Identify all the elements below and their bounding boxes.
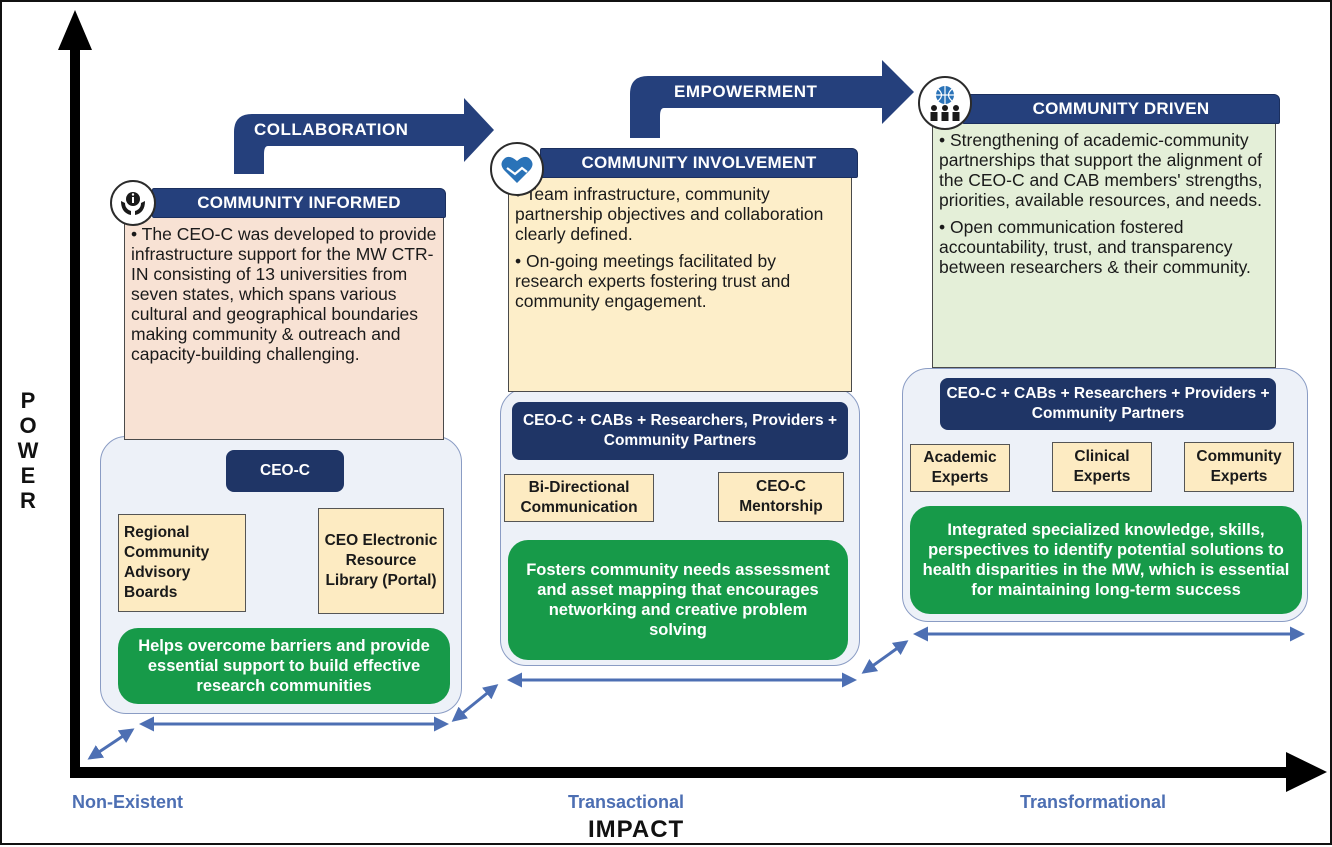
involvement-bullet: • Team infrastructure, community partner… xyxy=(515,184,824,244)
involvement-right-box: CEO-C Mentorship xyxy=(718,472,844,522)
power-letter: P xyxy=(20,388,36,413)
x-tick-transactional: Transactional xyxy=(568,792,685,812)
involvement-bullet: • On-going meetings facilitated by resea… xyxy=(515,251,791,311)
driven-description: • Strengthening of academic-community pa… xyxy=(932,124,1276,368)
driven-right-box: Community Experts xyxy=(1184,442,1294,492)
informed-right-box: CEO Electronic Resource Library (Portal) xyxy=(318,508,444,614)
x-tick-non-existent: Non-Existent xyxy=(72,792,184,812)
impact-axis-label: IMPACT xyxy=(588,816,685,843)
driven-title: COMMUNITY DRIVEN xyxy=(962,94,1280,124)
empowerment-label: EMPOWERMENT xyxy=(674,82,818,101)
impact-axis xyxy=(70,752,1327,792)
power-letter: E xyxy=(20,463,36,488)
driven-outcome: Integrated specialized knowledge, skills… xyxy=(910,506,1302,614)
involvement-description: • Team infrastructure, community partner… xyxy=(508,178,852,392)
informed-outcome: Helps overcome barriers and provide esse… xyxy=(118,628,450,704)
x-tick-transformational: Transformational xyxy=(1020,792,1167,812)
power-letter: W xyxy=(17,438,39,463)
driven-bullet: • Strengthening of academic-community pa… xyxy=(939,130,1263,210)
driven-left-box: Academic Experts xyxy=(910,444,1010,492)
collaboration-label: COLLABORATION xyxy=(254,120,409,139)
informed-left-box: Regional Community Advisory Boards xyxy=(118,514,246,612)
driven-middle-box: Clinical Experts xyxy=(1052,442,1152,492)
info-hands-icon xyxy=(110,180,156,226)
informed-description: • The CEO-C was developed to provide inf… xyxy=(124,218,444,440)
collaboration-arrow xyxy=(234,98,494,174)
informed-title: COMMUNITY INFORMED xyxy=(152,188,446,218)
power-letter: R xyxy=(20,488,36,513)
involvement-left-box: Bi-Directional Communication xyxy=(504,474,654,522)
driven-bullet: • Open communication fostered accountabi… xyxy=(939,217,1251,277)
driven-hub: CEO-C + CABs + Researchers + Providers +… xyxy=(940,378,1276,430)
power-axis xyxy=(58,10,92,772)
double-arrow-diag-3 xyxy=(861,640,909,674)
power-axis-label: P O W E R xyxy=(16,388,40,513)
double-arrow-diag-1 xyxy=(87,728,135,760)
involvement-hub: CEO-C + CABs + Researchers, Providers + … xyxy=(512,402,848,460)
involvement-outcome: Fosters community needs assessment and a… xyxy=(508,540,848,660)
heart-hands-icon xyxy=(490,142,544,196)
community-group-icon xyxy=(918,76,972,130)
informed-bullet: • The CEO-C was developed to provide inf… xyxy=(131,224,437,364)
informed-hub: CEO-C xyxy=(226,450,344,492)
power-letter: O xyxy=(19,413,37,438)
involvement-title: COMMUNITY INVOLVEMENT xyxy=(540,148,858,178)
double-arrow-diag-2 xyxy=(451,684,499,722)
empowerment-arrow xyxy=(630,60,914,138)
